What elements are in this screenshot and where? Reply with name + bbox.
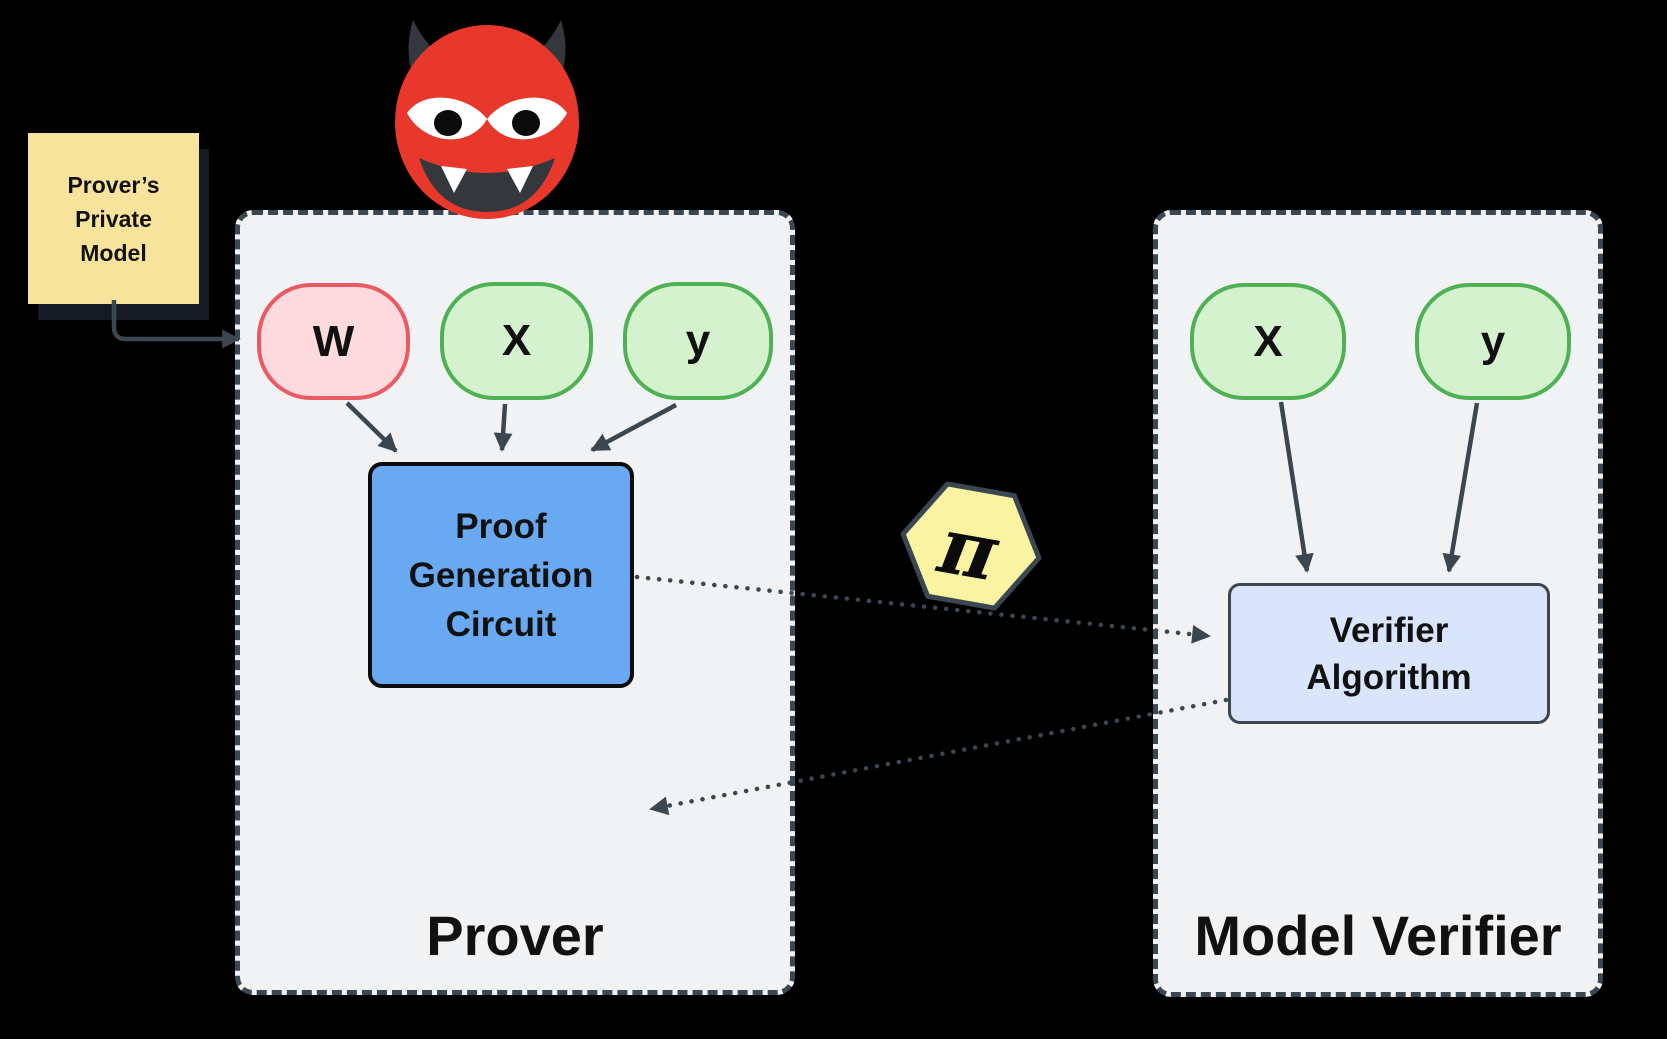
note-line: Model xyxy=(80,239,147,266)
verifier-algorithm-box: Verifier Algorithm xyxy=(1228,583,1550,724)
node-output-y-prover: y xyxy=(623,282,773,400)
node-input-x-verifier: X xyxy=(1190,283,1346,400)
prover-private-model-note: Prover’s Private Model xyxy=(28,133,199,304)
note-to-w-connector xyxy=(111,300,241,349)
node-label: X xyxy=(1253,316,1283,366)
node-label: y xyxy=(1480,316,1506,366)
node-input-x-prover: X xyxy=(440,282,593,400)
node-label: X xyxy=(501,316,532,365)
devil-right-pupil xyxy=(512,110,540,136)
note-line: Prover’s xyxy=(67,171,160,198)
node-label: y xyxy=(685,316,711,365)
devil-left-fang xyxy=(441,166,467,193)
prover-title: Prover xyxy=(426,904,604,967)
algorithm-label-line: Verifier xyxy=(1329,610,1449,650)
algorithm-label-line: Algorithm xyxy=(1306,657,1472,697)
circuit-label-line: Proof xyxy=(455,506,547,546)
pi-proof-badge: π xyxy=(900,481,1042,611)
node-label: W xyxy=(312,316,355,366)
devil-face-icon xyxy=(395,20,579,219)
circuit-label-line: Generation xyxy=(408,555,594,595)
devil-left-pupil xyxy=(434,110,462,136)
circuit-label-line: Circuit xyxy=(445,604,557,644)
node-output-y-verifier: y xyxy=(1415,283,1571,400)
node-private-weights: W xyxy=(257,283,410,400)
devil-right-fang xyxy=(507,166,533,193)
note-line: Private xyxy=(75,205,152,232)
proof-generation-circuit-box: Proof Generation Circuit xyxy=(368,462,634,688)
model-verifier-title: Model Verifier xyxy=(1194,904,1562,967)
